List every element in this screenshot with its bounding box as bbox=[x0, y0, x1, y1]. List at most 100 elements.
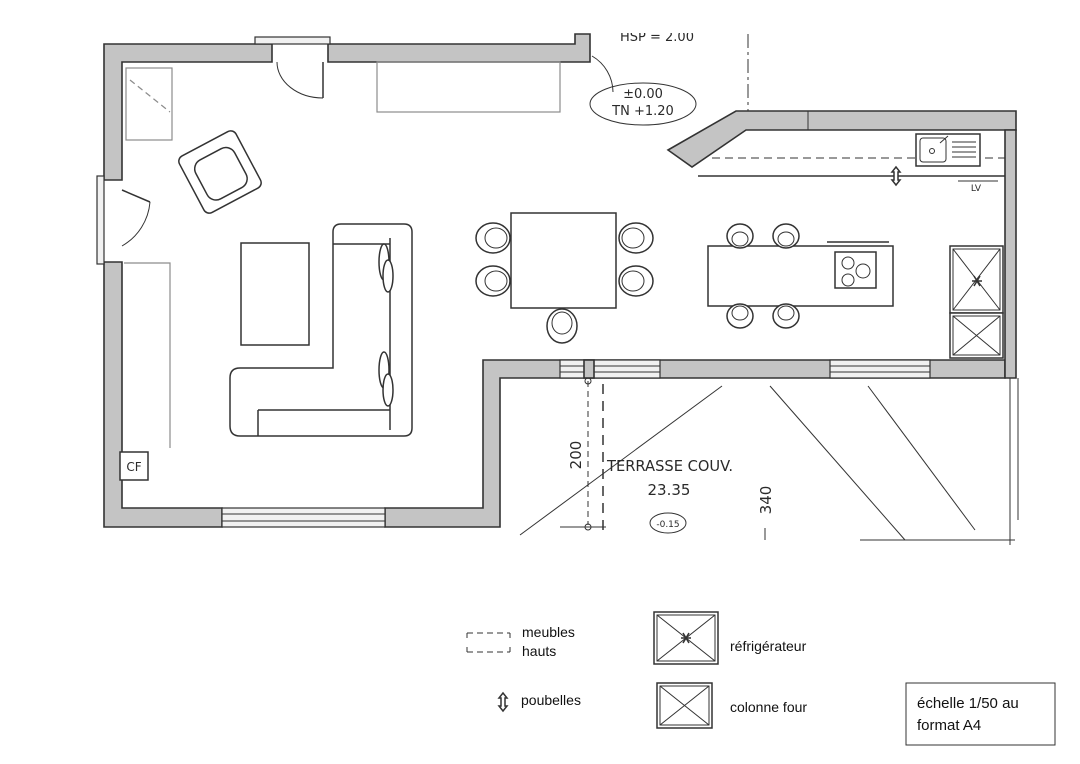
dining-chair bbox=[546, 308, 578, 344]
dining-chair-seat bbox=[551, 311, 573, 335]
rug bbox=[240, 242, 310, 346]
terrace-area: 23.35 bbox=[648, 481, 691, 499]
sofa-cushion bbox=[382, 259, 394, 293]
dining-chair-seat bbox=[621, 270, 645, 292]
sink-drainer bbox=[952, 141, 976, 158]
fridge-inner bbox=[952, 248, 1001, 311]
oven-column-cross bbox=[952, 315, 1001, 356]
legend-fridge-inner bbox=[656, 614, 716, 662]
cooktop-burner bbox=[855, 263, 871, 279]
sink bbox=[915, 133, 981, 167]
terrace-hip-line bbox=[769, 385, 906, 541]
terrace-name: TERRASSE COUV. bbox=[606, 457, 733, 475]
up-down-arrow-icon bbox=[497, 691, 509, 713]
terrace-level: -0.15 bbox=[656, 520, 679, 530]
dining-chair-seat bbox=[484, 270, 508, 292]
terrace-level-marker bbox=[649, 512, 687, 534]
windows bbox=[96, 36, 931, 528]
sink-bowl bbox=[919, 137, 947, 163]
dashed-rectangle-lines bbox=[467, 632, 510, 653]
dining-table bbox=[510, 212, 617, 309]
dining-chair bbox=[475, 265, 511, 297]
window-living-bottom bbox=[221, 507, 386, 528]
dining-chair-seat bbox=[484, 227, 508, 249]
asterisk-icon bbox=[681, 632, 691, 644]
terrace: 200 340 TERRASSE COUV. 23.35 -0.15 bbox=[519, 377, 1019, 545]
walls bbox=[103, 33, 1017, 528]
window-post bbox=[583, 359, 595, 379]
bar-stool-seat bbox=[731, 305, 749, 321]
wall-left-lower-and-bottom-left bbox=[103, 261, 223, 528]
dining bbox=[475, 212, 654, 344]
doors bbox=[121, 55, 614, 247]
sofa-outline bbox=[229, 223, 413, 437]
bar-stool-seat bbox=[777, 231, 795, 247]
dashed-rectangle-ticks bbox=[466, 633, 511, 652]
scale-note-line2: format A4 bbox=[917, 717, 981, 734]
scale-note-line1: échelle 1/50 au bbox=[917, 695, 1019, 712]
window-left bbox=[96, 175, 105, 265]
sink-frame bbox=[915, 133, 981, 167]
scale-note-box bbox=[905, 682, 1056, 746]
level-reference-label: ±0.00 bbox=[623, 87, 663, 102]
top-annotations: HSP = 2.00 ±0.00 TN +1.20 bbox=[589, 30, 749, 126]
ceiling-height-label: HSP = 2.00 bbox=[620, 30, 694, 45]
legend-oven-cross bbox=[659, 685, 710, 726]
bar-stool-seat bbox=[777, 305, 795, 321]
dimension-terrace-depth: 200 bbox=[567, 441, 585, 470]
bar-stool-seat bbox=[731, 231, 749, 247]
wall-top-right bbox=[327, 33, 591, 63]
cabinet-corner-diagonal bbox=[129, 79, 171, 113]
dining-chair bbox=[618, 265, 654, 297]
door-leaf-left bbox=[121, 189, 151, 203]
fridge bbox=[949, 245, 1004, 314]
sofa bbox=[229, 223, 413, 437]
dining-chair bbox=[475, 222, 511, 254]
window-terrace-left bbox=[559, 359, 661, 379]
terrace-hip-line bbox=[867, 385, 976, 531]
legend-bins: poubelles bbox=[521, 692, 581, 708]
bar-stool bbox=[726, 303, 754, 329]
bar-stool bbox=[772, 223, 800, 249]
kitchen: LV bbox=[698, 133, 1005, 359]
armchair-seat bbox=[193, 146, 248, 201]
level-marker bbox=[589, 82, 697, 126]
door-swing-entry bbox=[591, 55, 614, 93]
cabinet-left bbox=[124, 262, 171, 448]
level-natural-ground-label: TN +1.20 bbox=[611, 104, 674, 119]
sofa-chaise-line bbox=[257, 409, 390, 436]
dining-chair bbox=[618, 222, 654, 254]
cooktop-burner bbox=[841, 273, 855, 287]
bar-stool bbox=[772, 303, 800, 329]
bar-stool bbox=[726, 223, 754, 249]
flue-box bbox=[119, 451, 149, 481]
legend-fridge: réfrigérateur bbox=[730, 638, 807, 654]
oven-column-inner bbox=[952, 315, 1001, 356]
door-swing-top bbox=[276, 61, 324, 99]
legend-oven-column: colonne four bbox=[730, 699, 807, 715]
crossed-box-icon bbox=[656, 682, 713, 729]
dining-chair-seat bbox=[621, 227, 645, 249]
dimension-tick bbox=[584, 377, 592, 385]
dimension-terrace-width: 340 bbox=[757, 486, 775, 515]
up-down-arrow-icon bbox=[890, 165, 902, 187]
legend-upper-cabinets-line2: hauts bbox=[522, 643, 556, 659]
sink-faucet bbox=[939, 135, 949, 144]
wall-right bbox=[1004, 129, 1017, 379]
sofa-cushion bbox=[382, 373, 394, 407]
window-top bbox=[254, 36, 331, 45]
terrace-hip-line bbox=[519, 385, 723, 536]
legend-upper-cabinets-line1: meubles bbox=[522, 624, 575, 640]
legend: meubles hauts poubelles réfrigérateur co… bbox=[466, 611, 1056, 746]
cooktop-burner bbox=[841, 256, 855, 270]
door-swing-left bbox=[121, 201, 151, 247]
asterisk-icon bbox=[972, 275, 982, 287]
window-terrace-right bbox=[829, 359, 931, 379]
legend-oven-inner bbox=[659, 685, 710, 726]
dashed-rectangle-icon bbox=[466, 632, 511, 653]
sink-drain bbox=[929, 148, 935, 154]
sink-label: LV bbox=[971, 184, 982, 194]
armchair bbox=[178, 130, 262, 214]
oven-column bbox=[949, 312, 1004, 359]
